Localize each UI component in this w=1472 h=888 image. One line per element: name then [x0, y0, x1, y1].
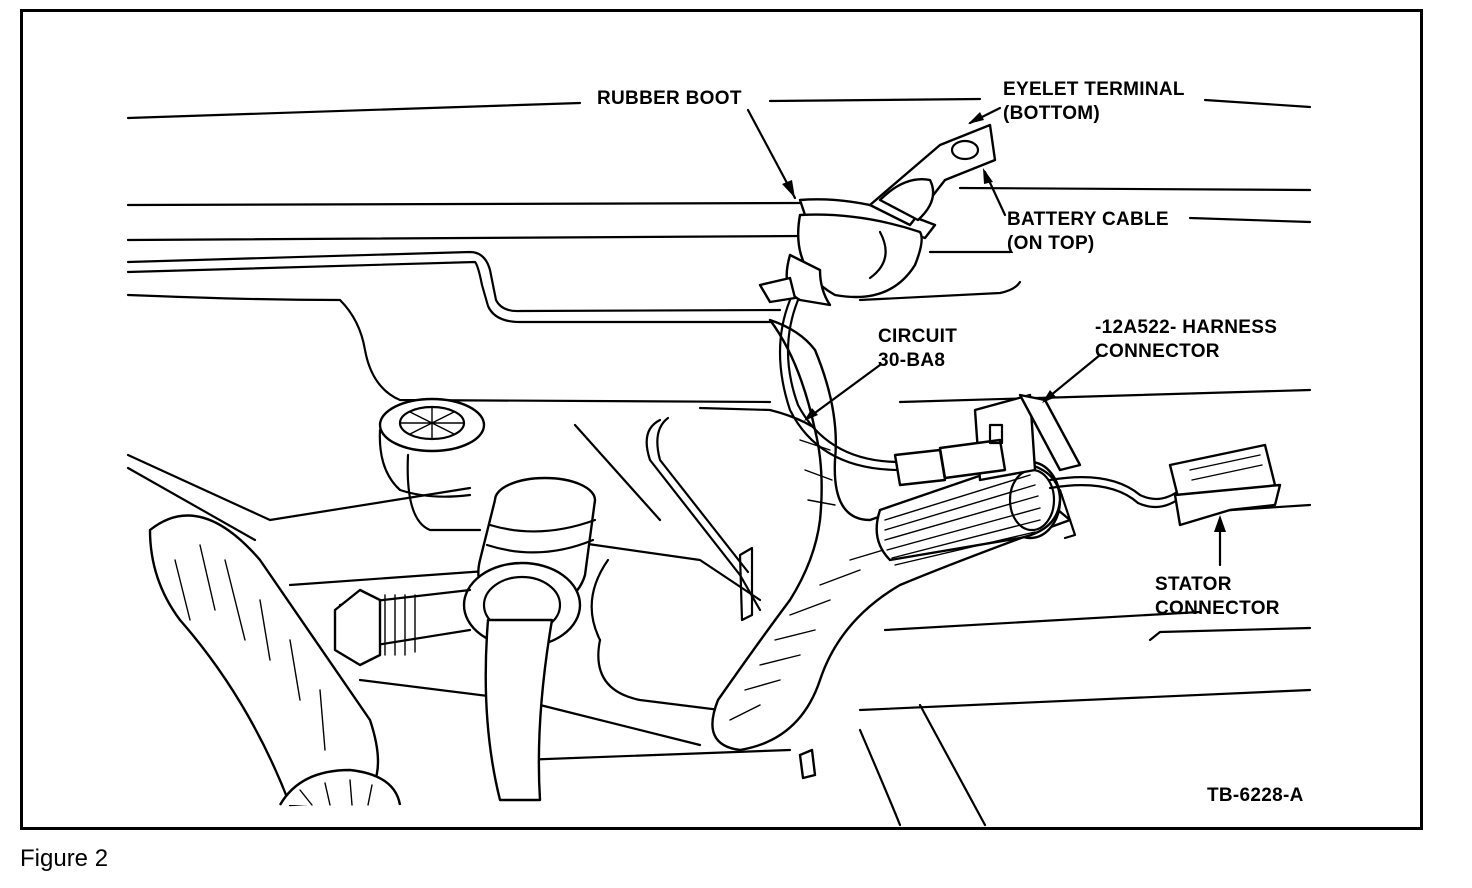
wiring-harness-drawing — [711, 318, 1072, 752]
stator-connector-label-line1: STATOR — [1155, 574, 1232, 595]
hose-grommet-drawing — [333, 476, 597, 802]
eyelet-terminal-label-line2: (BOTTOM) — [1003, 103, 1100, 124]
stator-connector-drawing — [1048, 443, 1282, 527]
circuit-label-line1: CIRCUIT — [878, 326, 957, 347]
left-hose-drawing — [148, 514, 402, 807]
background-lines — [126, 97, 1312, 827]
drawing-code: TB-6228-A — [1207, 785, 1304, 806]
harness-connector-label-line2: CONNECTOR — [1095, 341, 1220, 362]
small-bracket-drawing — [738, 546, 817, 780]
eyelet-terminal-label-line1: EYELET TERMINAL — [1003, 79, 1185, 100]
circuit-wire-drawing — [778, 298, 947, 487]
circuit-label-line2: 30-BA8 — [878, 350, 945, 371]
rubber-boot-label: RUBBER BOOT — [597, 88, 742, 109]
leader-lines — [746, 106, 1226, 567]
battery-cable-label-line1: BATTERY CABLE — [1007, 209, 1169, 230]
figure-caption: Figure 2 — [20, 845, 109, 872]
harness-connector-label-line1: -12A522- HARNESS — [1095, 317, 1277, 338]
filler-cap-drawing — [378, 397, 486, 498]
harness-connector-drawing — [938, 393, 1082, 540]
battery-cable-label-line2: (ON TOP) — [1007, 233, 1095, 254]
stator-connector-label-line2: CONNECTOR — [1155, 598, 1280, 619]
rubber-boot-drawing — [758, 123, 997, 307]
